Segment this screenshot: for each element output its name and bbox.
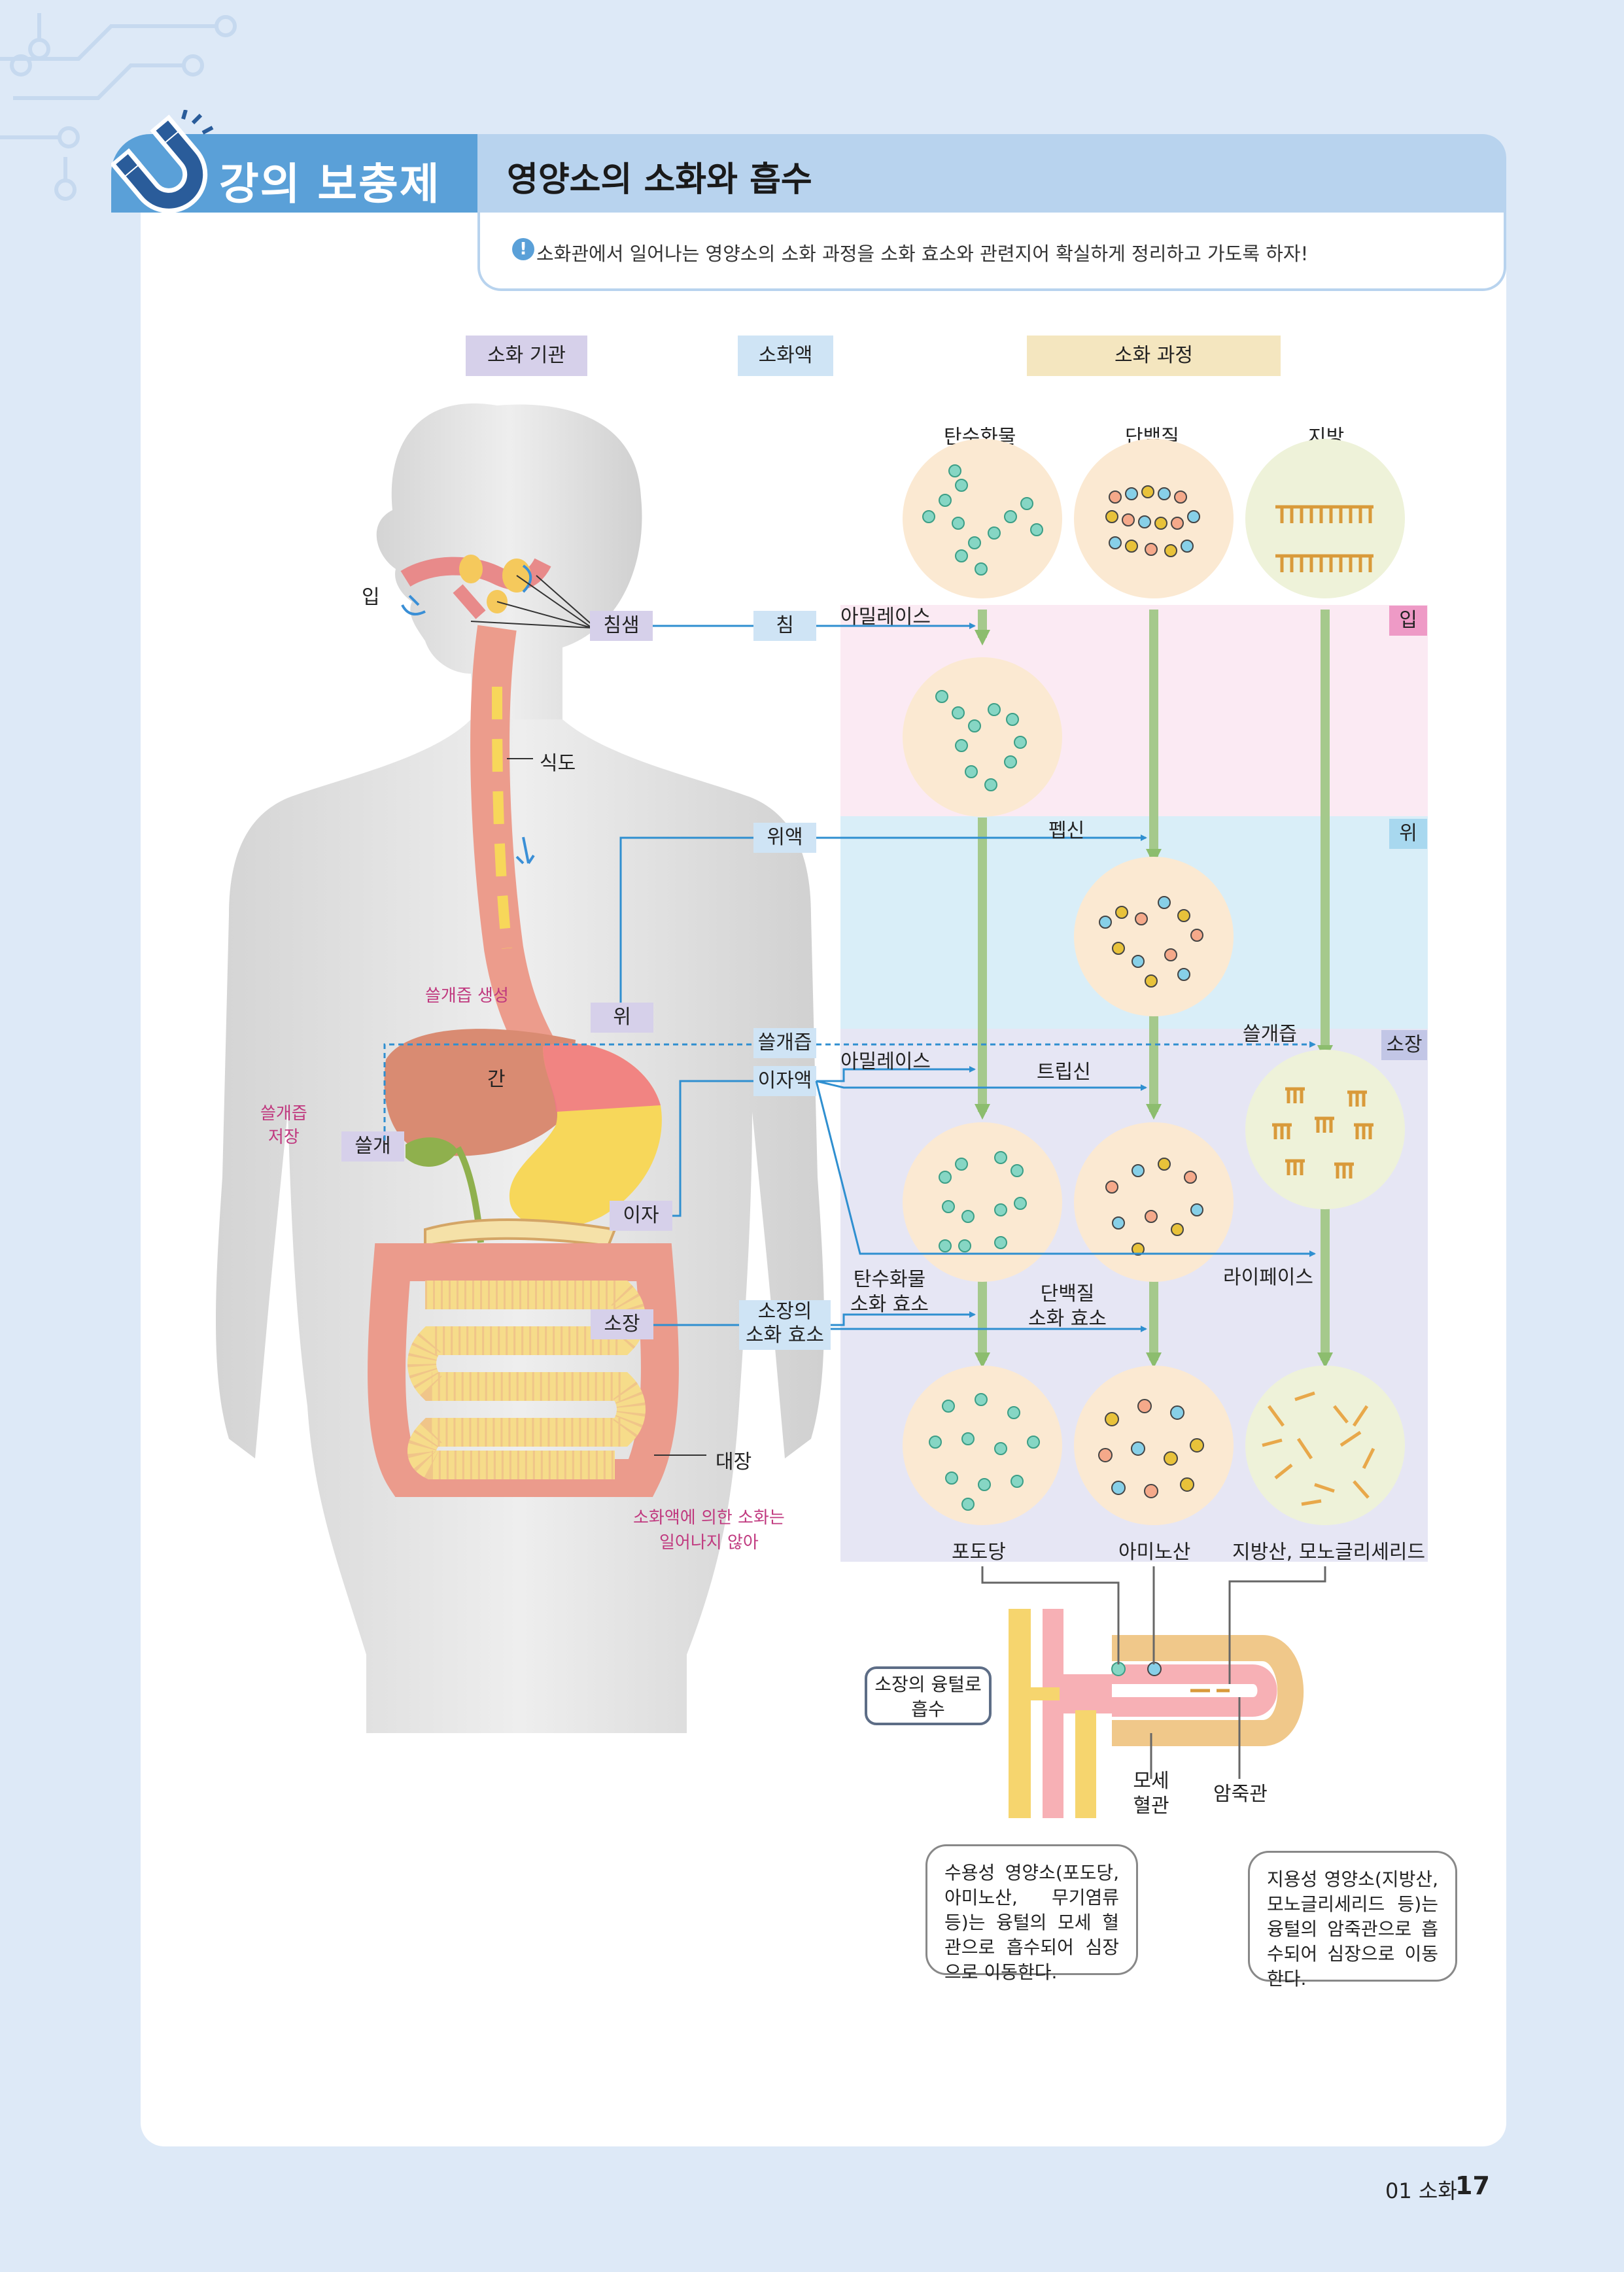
note-fat-soluble: 지용성 영양소(지방산, 모노글리세리드 등)는 융털의 암죽관으로 흡수되어 …	[1248, 1851, 1457, 1989]
tag-stomach: 위	[591, 1003, 653, 1033]
note-water-soluble: 수용성 영양소(포도당, 아미노산, 무기염류 등)는 융털의 모세 혈관으로 …	[925, 1844, 1138, 1983]
stage-mouth: 입	[1389, 606, 1427, 636]
tag-bile: 쓸개즙	[753, 1028, 816, 1058]
note-large-intestine: 소화액에 의한 소화는 일어나지 않아	[633, 1508, 785, 1553]
product-amino-acid: 아미노산	[1118, 1541, 1191, 1564]
enzyme-carbohydrase: 탄수화물 소화 효소	[850, 1268, 929, 1316]
exclamation-icon: !	[512, 238, 534, 260]
enzyme-trypsin: 트립신	[1037, 1061, 1091, 1084]
tag-intestinal-enzyme: 소장의 소화 효소	[739, 1300, 831, 1350]
column-organ: 소화 기관	[466, 336, 587, 376]
enzyme-lipase: 라이페이스	[1223, 1266, 1313, 1289]
magnet-icon	[111, 110, 214, 213]
circuit-decoration	[0, 13, 237, 201]
villi-absorption-box: 소장의 융털로 흡수	[865, 1666, 992, 1725]
page-title: 영양소의 소화와 흡수	[507, 160, 812, 199]
column-process: 소화 과정	[1027, 336, 1281, 376]
tag-pancreas: 이자	[610, 1201, 672, 1231]
page-number: 17	[1455, 2171, 1490, 2200]
enzyme-pepsin: 펩신	[1048, 819, 1085, 842]
tag-pancreatic-juice: 이자액	[753, 1066, 816, 1096]
tag-salivary-gland: 침샘	[590, 611, 653, 641]
lecture-supplement-logo: 강의 보충제	[219, 159, 441, 209]
note-text: 소화관에서 일어나는 영양소의 소화 과정을 소화 효소와 관련지어 확실하게 …	[536, 243, 1309, 265]
label-large-intestine: 대장	[716, 1451, 752, 1473]
note-bile-storage: 쓸개즙 저장	[260, 1104, 307, 1147]
product-fatty-acid: 지방산, 모노글리세리드	[1232, 1541, 1426, 1564]
tag-saliva: 침	[753, 611, 816, 641]
enzyme-bile: 쓸개즙	[1243, 1023, 1297, 1046]
label-capillary: 모세 혈관	[1133, 1770, 1169, 1817]
enzyme-protease: 단백질 소화 효소	[1028, 1282, 1107, 1330]
label-liver: 간	[487, 1068, 506, 1091]
label-lacteal: 암죽관	[1213, 1783, 1268, 1806]
enzyme-amylase-mouth: 아밀레이스	[840, 606, 931, 628]
note-box	[477, 213, 1506, 291]
note-bile-production: 쓸개즙 생성	[425, 986, 509, 1006]
label-mouth: 입	[362, 586, 380, 609]
title-bar	[477, 134, 1506, 213]
column-fluid: 소화액	[738, 336, 833, 376]
label-esophagus: 식도	[540, 752, 576, 775]
product-glucose: 포도당	[952, 1541, 1006, 1564]
tag-small-intestine: 소장	[591, 1309, 653, 1339]
digestion-process-diagram	[383, 439, 1405, 1818]
stage-stomach: 위	[1389, 819, 1427, 849]
tag-gastric-juice: 위액	[753, 823, 816, 853]
enzyme-amylase-pancreas: 아밀레이스	[840, 1050, 931, 1073]
footer-section: 01 소화	[1385, 2178, 1457, 2203]
stage-small-intestine: 소장	[1381, 1030, 1427, 1060]
